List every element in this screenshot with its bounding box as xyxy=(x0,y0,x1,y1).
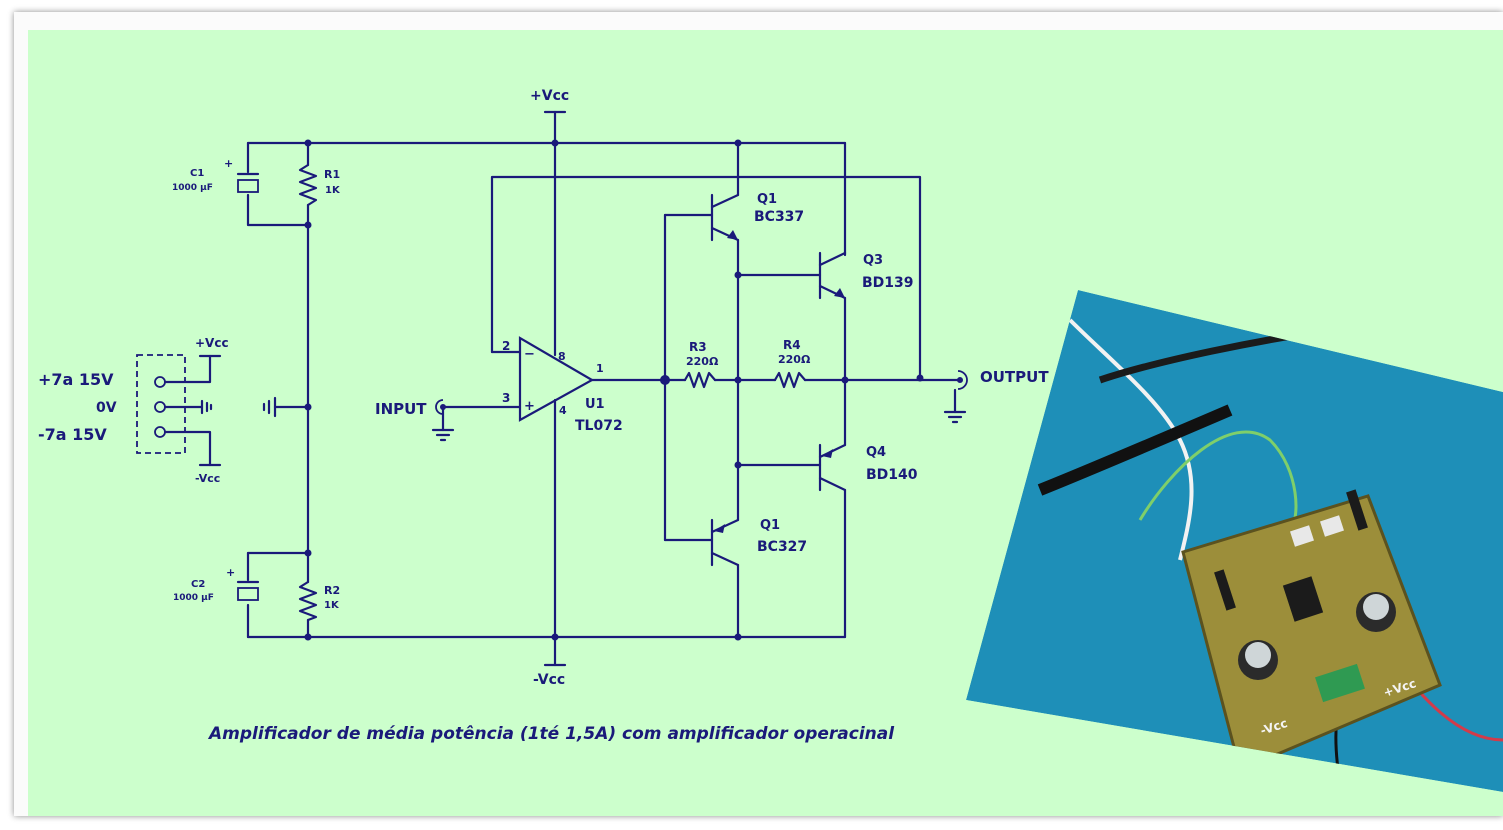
ground-symbol-mid xyxy=(262,396,277,418)
svg-text:8: 8 xyxy=(558,350,566,363)
svg-text:+: + xyxy=(524,399,535,414)
transistor-q4-bd140: Q4 BD140 xyxy=(818,443,918,492)
svg-text:C1: C1 xyxy=(190,168,204,179)
svg-text:Q4: Q4 xyxy=(866,445,886,460)
svg-text:+Vcc: +Vcc xyxy=(195,336,229,350)
svg-text:Q1: Q1 xyxy=(757,192,777,207)
svg-text:4: 4 xyxy=(559,404,567,417)
svg-text:220Ω: 220Ω xyxy=(778,353,811,366)
pin-label-zero: 0V xyxy=(96,400,117,416)
opamp-u1: − + 2 3 1 8 4 U1 TL072 xyxy=(502,336,623,434)
input-label: INPUT xyxy=(375,400,427,418)
diagram-caption: Amplificador de média potência (1té 1,5A… xyxy=(209,724,895,744)
resistor-r1: R1 1K xyxy=(298,163,341,207)
svg-text:R2: R2 xyxy=(324,584,340,597)
svg-text:−: − xyxy=(524,347,535,362)
svg-text:BC337: BC337 xyxy=(754,209,804,225)
svg-text:1: 1 xyxy=(596,362,604,375)
junctions xyxy=(304,139,924,641)
pin-label-minus: -7a 15V xyxy=(38,425,107,444)
power-connector: +Vcc -Vcc +7a 15V 0V -7a 15V xyxy=(38,336,229,485)
svg-text:TL072: TL072 xyxy=(575,418,623,434)
svg-text:R1: R1 xyxy=(324,168,340,181)
transistor-q1-bc337: Q1 BC337 xyxy=(710,192,804,242)
svg-text:2: 2 xyxy=(502,339,510,353)
svg-text:Q3: Q3 xyxy=(863,253,883,268)
output-label: OUTPUT xyxy=(980,368,1049,386)
svg-text:220Ω: 220Ω xyxy=(686,355,719,368)
transistor-q3-bd139: Q3 BD139 xyxy=(818,251,914,300)
svg-text:C2: C2 xyxy=(191,579,205,590)
resistor-r4: R4 220Ω xyxy=(773,338,811,389)
svg-text:Q1: Q1 xyxy=(760,518,780,533)
pin-label-plus: +7a 15V xyxy=(38,370,114,389)
transistor-q1-bc327: Q1 BC327 xyxy=(710,518,807,567)
vcc-plus-label: +Vcc xyxy=(530,88,569,104)
svg-text:1K: 1K xyxy=(324,600,340,611)
svg-text:1000 μF: 1000 μF xyxy=(172,183,213,193)
svg-text:-Vcc: -Vcc xyxy=(195,472,220,485)
svg-text:1K: 1K xyxy=(325,185,341,196)
svg-text:R4: R4 xyxy=(783,338,801,352)
svg-text:+: + xyxy=(224,157,233,170)
resistor-r3: R3 220Ω xyxy=(683,340,719,389)
svg-text:3: 3 xyxy=(502,391,510,405)
svg-text:1000 μF: 1000 μF xyxy=(173,593,214,603)
output-terminal: OUTPUT xyxy=(943,368,1049,424)
svg-text:+: + xyxy=(226,566,235,579)
resistor-r2: R2 1K xyxy=(298,580,340,622)
svg-text:BD139: BD139 xyxy=(862,275,914,291)
svg-text:BD140: BD140 xyxy=(866,467,918,483)
vcc-minus-label: -Vcc xyxy=(533,672,565,688)
svg-text:BC327: BC327 xyxy=(757,539,807,555)
capacitor-c1: + C1 1000 μF xyxy=(172,157,260,193)
svg-text:U1: U1 xyxy=(585,397,605,412)
input-terminal: INPUT xyxy=(375,399,455,442)
svg-text:R3: R3 xyxy=(689,340,707,354)
capacitor-c2: + C2 1000 μF xyxy=(173,566,260,603)
